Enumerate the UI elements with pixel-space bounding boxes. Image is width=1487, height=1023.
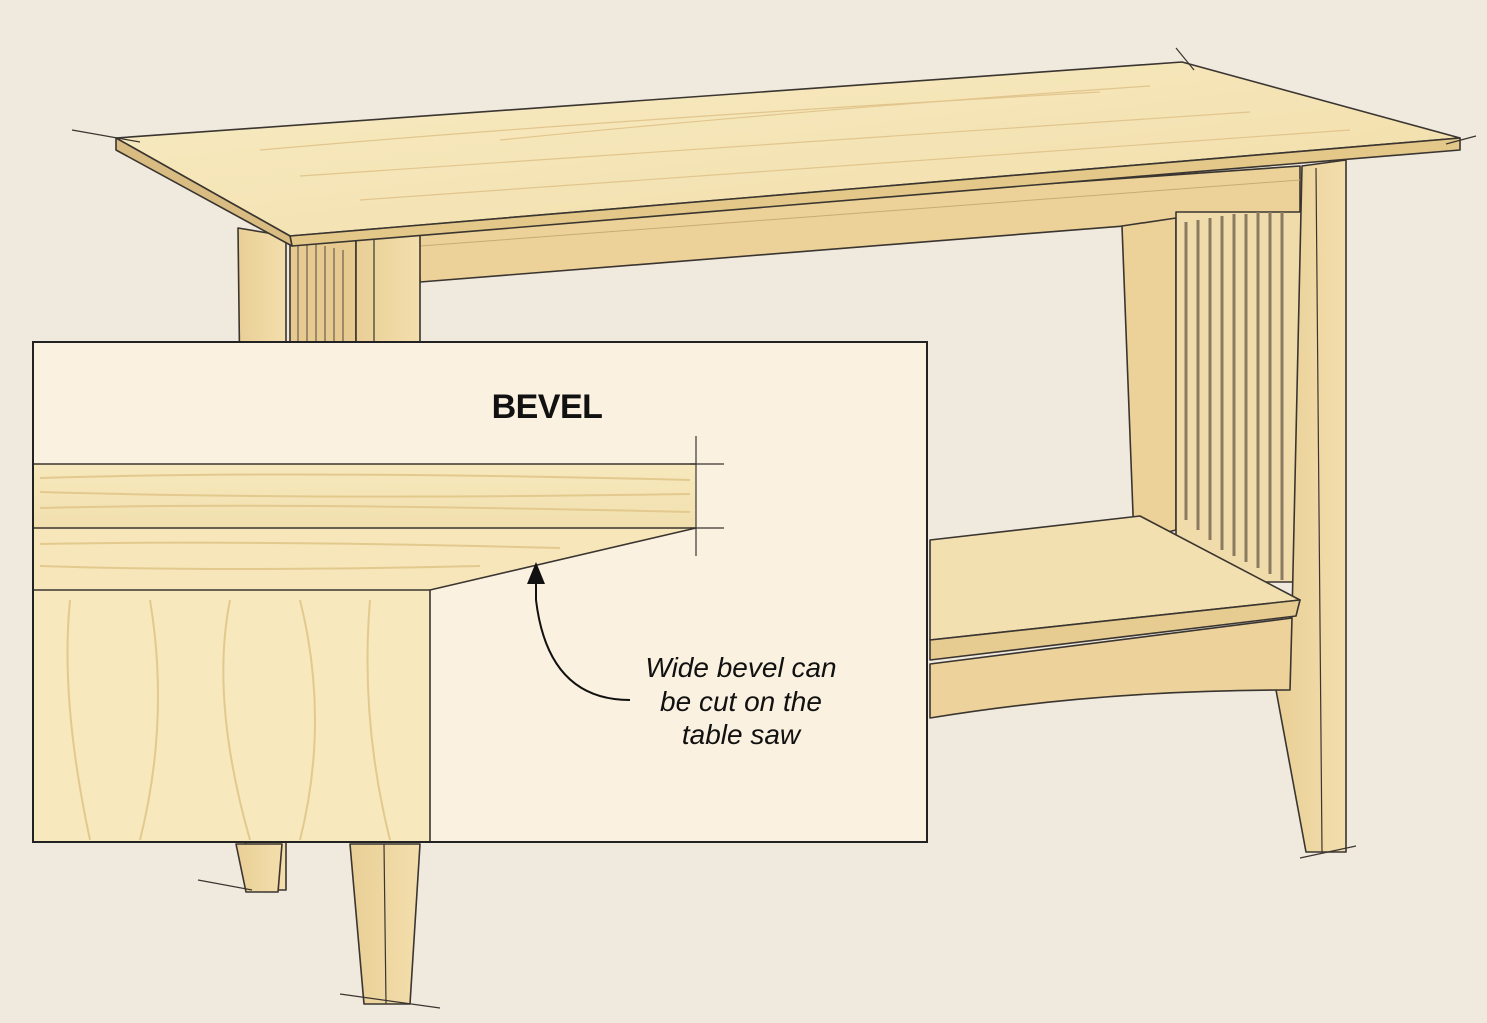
- callout-line-2: be cut on the: [660, 686, 822, 717]
- callout-text: Wide bevel can be cut on the table saw: [645, 652, 836, 750]
- inset-apron-face: [34, 590, 430, 841]
- tabletop-grain: [259, 85, 1351, 201]
- inset-dimension-marks: [690, 436, 724, 556]
- callout-arrow: [535, 582, 631, 701]
- inset-grain: [39, 473, 691, 841]
- sofa-table-illustration: [71, 47, 1477, 1009]
- inset-title: BEVEL: [492, 388, 603, 426]
- tabletop-left-edge: [115, 137, 293, 247]
- right-side-panel: [1121, 217, 1177, 541]
- callout-line-1: Wide bevel can: [645, 652, 836, 683]
- callout-line-3: table saw: [682, 719, 802, 750]
- callout-arrowhead: [527, 562, 545, 584]
- right-side-slats: [1175, 211, 1305, 583]
- bevel-detail-inset: BEVEL Wide bevel can be cut on the table…: [32, 341, 928, 843]
- dimension-ticks: [71, 47, 1477, 1009]
- lower-stretcher: [929, 617, 1293, 719]
- back-left-leg-bottom: [235, 843, 283, 893]
- left-side-slats: [289, 239, 357, 361]
- front-left-leg-top: [355, 229, 421, 343]
- shelf-front-edge: [929, 599, 1301, 661]
